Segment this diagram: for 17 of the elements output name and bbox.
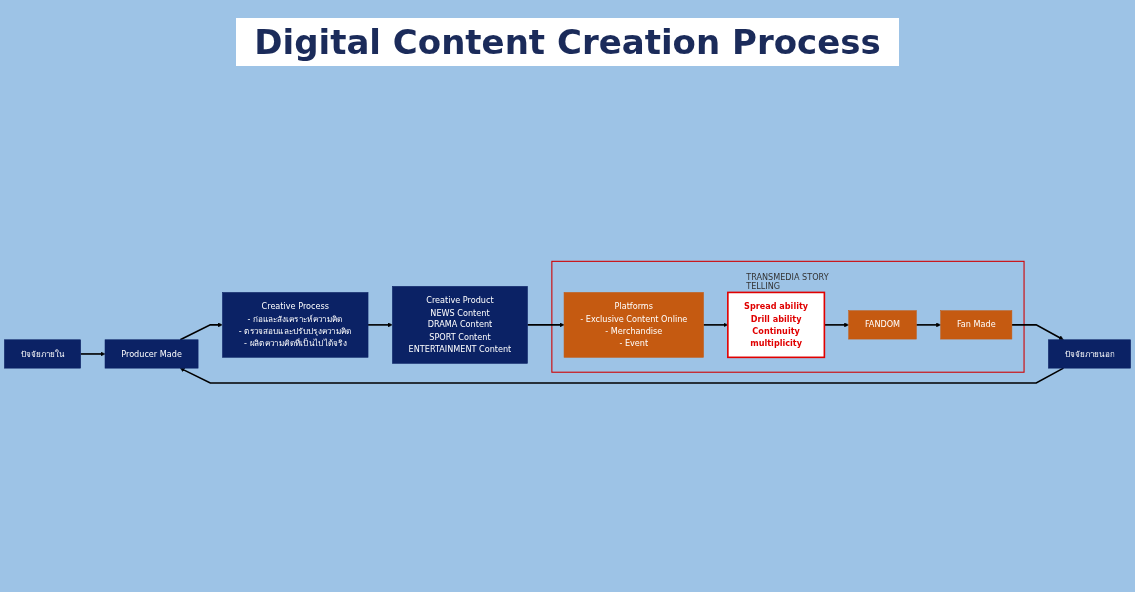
node-box: Fan Made [940,310,1013,340]
node-box: FANDOM [848,310,917,340]
node-box: Platforms - Exclusive Content Online - Merchandise - Event [563,291,704,358]
arrow [526,322,565,328]
arrow [367,322,393,328]
arrow [179,322,223,341]
node-box: ปัจจัยภายนอก [1048,339,1131,369]
node-box: Creative Process - ก่อและสังเคราะห์ความคิด - ตรวจสอบและปรับปรุงความคิด - ผลิตความคิดที่เป็นไปได้จริง [222,291,369,358]
node-box: Spread ability Drill ability Continuity multiplicity [727,291,826,358]
title: Digital Content Creation Process [236,18,899,66]
node-box: Creative Product NEWS Content DRAMA Content SPORT Content ENTERTAINMENT Content [392,285,528,364]
node-box: ปัจจัยภายใน [4,339,81,369]
arrow [180,367,1065,384]
node-box: Producer Made [104,339,199,369]
arrow [1011,323,1064,340]
arrow [79,351,106,357]
arrow [915,322,941,328]
